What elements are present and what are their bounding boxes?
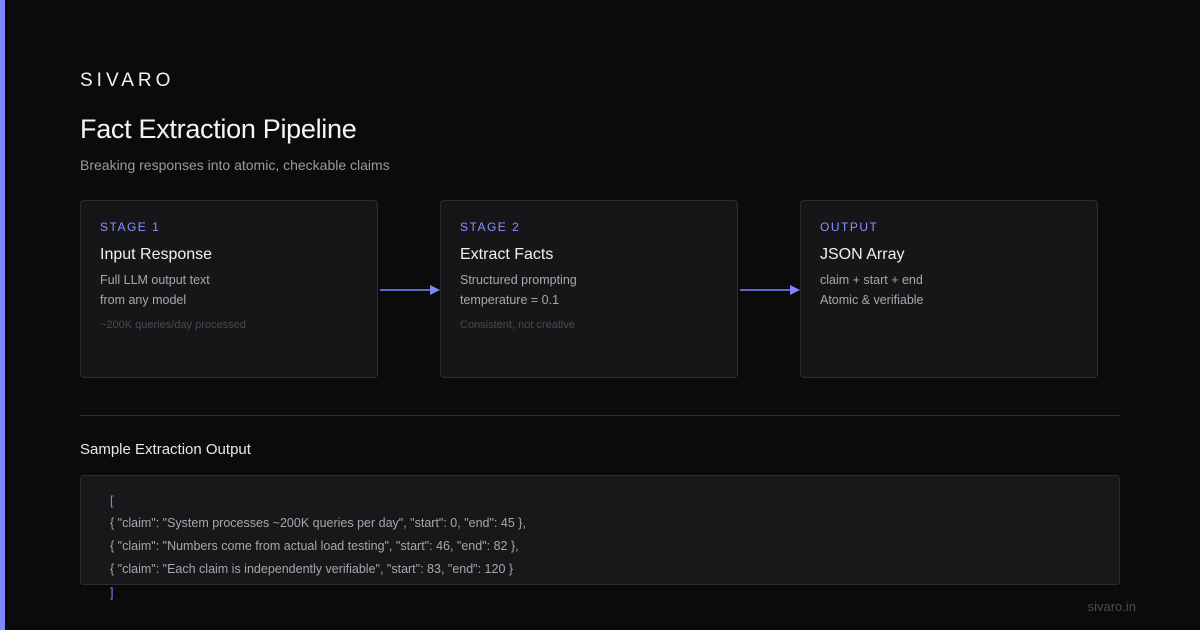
code-panel	[80, 475, 1120, 585]
footer-domain: sivaro.in	[1087, 599, 1136, 614]
stage-title: Extract Facts	[460, 246, 554, 263]
sample-output-heading: Sample Extraction Output	[80, 441, 251, 458]
page-title: Fact Extraction Pipeline	[80, 114, 357, 144]
stage-description: claim + start + end Atomic & verifiable	[820, 270, 1078, 310]
stage-label: OUTPUT	[820, 220, 879, 234]
stage-description: Structured prompting temperature = 0.1	[460, 270, 718, 310]
stage-line: Structured prompting	[460, 273, 577, 287]
stage-note: ~200K queries/day processed	[100, 319, 246, 331]
json-close-bracket: ]	[110, 586, 114, 600]
stage-label: STAGE 1	[100, 220, 161, 234]
page-subtitle: Breaking responses into atomic, checkabl…	[80, 157, 390, 173]
brand-logo: SIVARO	[80, 70, 175, 91]
stage-description: Full LLM output text from any model	[100, 270, 358, 310]
section-divider	[80, 415, 1120, 416]
stage-note: Consistent, not creative	[460, 319, 575, 331]
json-claim-line: { "claim": "System processes ~200K queri…	[110, 516, 526, 530]
stage-title: Input Response	[100, 246, 213, 263]
stage-line: temperature = 0.1	[460, 293, 560, 307]
stage-card-output: OUTPUT JSON Array claim + start + end At…	[800, 200, 1098, 378]
accent-bar	[0, 0, 5, 630]
arrow-right-icon	[740, 285, 800, 295]
stage-card-input: STAGE 1 Input Response Full LLM output t…	[80, 200, 378, 378]
json-open-bracket: [	[110, 494, 114, 508]
json-claim-line: { "claim": "Numbers come from actual loa…	[110, 539, 519, 553]
stage-line: claim + start + end	[820, 273, 923, 287]
stage-title: JSON Array	[820, 246, 905, 263]
arrow-right-icon	[380, 285, 440, 295]
stage-line: from any model	[100, 293, 187, 307]
stage-card-extract: STAGE 2 Extract Facts Structured prompti…	[440, 200, 738, 378]
json-claim-line: { "claim": "Each claim is independently …	[110, 562, 514, 576]
stage-line: Atomic & verifiable	[820, 293, 924, 307]
stage-line: Full LLM output text	[100, 273, 210, 287]
stage-label: STAGE 2	[460, 220, 521, 234]
